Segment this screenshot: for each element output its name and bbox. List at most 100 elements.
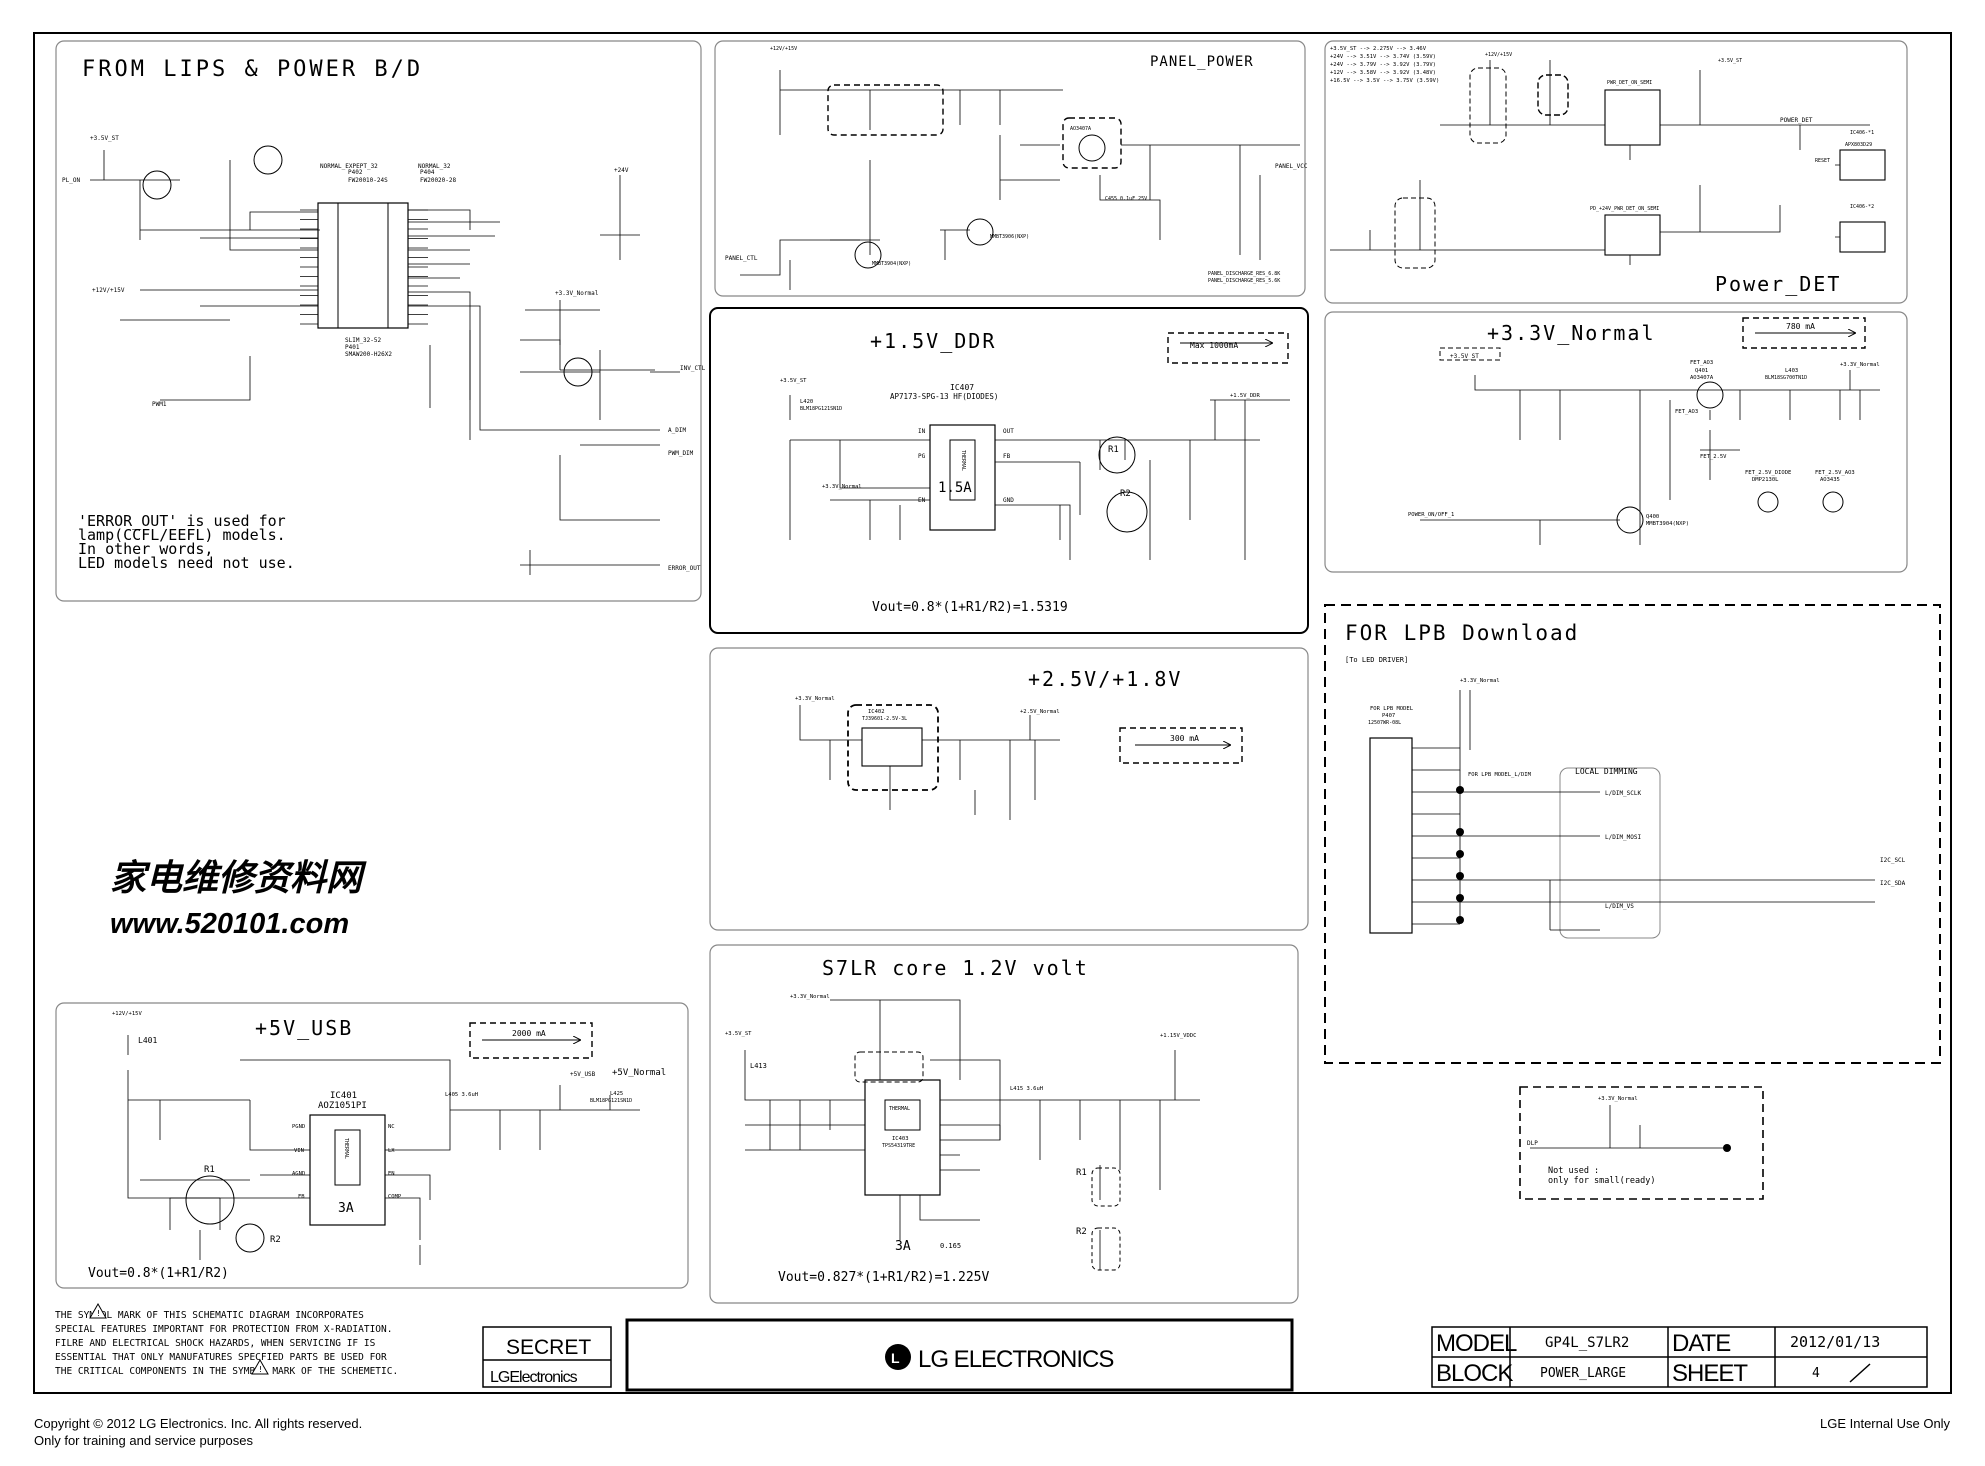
warning-line: THE SYMBOL MARK OF THIS SCHEMATIC DIAGRA… <box>55 1310 364 1321</box>
ddr-pin: EN <box>918 497 926 504</box>
lg-logo-icon <box>885 1344 911 1370</box>
pp-q405: MMBT3906(NXP) <box>990 234 1029 240</box>
usb-l425: L425 <box>610 1091 623 1097</box>
pd-reset: RESET <box>1815 158 1830 164</box>
usb-l425-part: BLM18PG121SN1D <box>590 1098 632 1104</box>
s7lr-v35st: +3.5V_ST <box>725 1031 752 1037</box>
lpb-title: FOR LPB Download <box>1345 621 1579 645</box>
nu-v33n: +3.3V_Normal <box>1598 1096 1638 1102</box>
usb-pin: PGND <box>292 1124 305 1130</box>
s7lr-l415: L415 3.6uH <box>1010 1086 1043 1092</box>
usb-max-box <box>469 1022 593 1059</box>
lips-p401: P401 <box>345 344 360 351</box>
usb-formula: Vout=0.8*(1+R1/R2) <box>88 1266 229 1281</box>
tb-secret: SECRET <box>506 1336 591 1359</box>
s7lr-thermal: THERMAL <box>889 1106 910 1112</box>
usb-out2: +5V_Normal <box>612 1068 666 1078</box>
ddr-pin: PG <box>918 453 926 460</box>
tb-date-label: DATE <box>1672 1330 1730 1357</box>
lips-fw20020: FW20020-28 <box>420 177 457 184</box>
v33-q401 <box>1696 381 1724 409</box>
s7lr-out: +1.15V_VDDC <box>1160 1033 1196 1039</box>
v33-ao3435: AO3435 <box>1820 477 1840 483</box>
lips-pwm1: PWM1 <box>152 401 167 408</box>
ddr-ic-part: AP7173-SPG-13 HF(DIODES) <box>890 392 998 401</box>
pd-table-line: +24V --> 3.79V --> 3.92V (3.79V) <box>1330 62 1436 68</box>
ddr-pin: FB <box>1003 453 1011 460</box>
nu-net: DLP <box>1527 1140 1538 1147</box>
ddr-out: +1.5V_DDR <box>1230 393 1260 399</box>
panel-ddr: +1.5V_DDR Max 1000mA IC407 AP7173-SPG-13… <box>709 307 1309 634</box>
lpb-net-mosi: L/DIM_MOSI <box>1605 834 1642 841</box>
panel-not-used: DLP +3.3V_Normal Not used : only for sma… <box>1519 1086 1764 1200</box>
pp-v12: +12V/+15V <box>770 46 797 52</box>
usb-ic: IC401 <box>330 1091 357 1101</box>
v33-q400-label: Q400 <box>1646 514 1659 520</box>
nu-line: Not used : <box>1548 1166 1599 1176</box>
ddr-l420: L420 <box>800 399 813 405</box>
s7lr-ic-body <box>864 1079 941 1196</box>
sheet-border <box>33 32 1952 1394</box>
lips-note-line: LED models need not use. <box>78 554 295 572</box>
s7lr-ic: IC403 <box>892 1136 909 1142</box>
pd-title: Power_DET <box>1715 272 1841 296</box>
usb-pin: LX <box>388 1148 395 1154</box>
lips-slim: SLIM_32-52 <box>345 337 382 344</box>
usb-r1-label: R1 <box>204 1165 215 1175</box>
s7lr-v33n: +3.3V_Normal <box>790 994 830 1000</box>
lips-title: FROM LIPS & POWER B/D <box>82 57 423 82</box>
s7lr-amp: 3A <box>895 1239 911 1254</box>
v33-q400-part: MMBT3904(NXP) <box>1646 521 1689 527</box>
pd-table: +3.5V_ST --> 2.275V --> 3.46V +24V --> 3… <box>1330 46 1439 84</box>
lips-normal-expept: NORMAL_EXPEPT_32 <box>320 163 378 170</box>
tb-block-label: BLOCK <box>1436 1360 1513 1387</box>
v25-title: +2.5V/+1.8V <box>1028 667 1182 691</box>
pp-discharge1: PANEL_DISCHARGE_RES_6.8K <box>1208 271 1280 277</box>
ddr-max: Max 1000mA <box>1190 341 1238 350</box>
v33-l403: L403 <box>1785 368 1798 374</box>
usb-out: +5V_USB <box>570 1071 596 1078</box>
tb-sheet-label: SHEET <box>1672 1360 1748 1387</box>
ddr-title: +1.5V_DDR <box>870 329 996 353</box>
warning-triangle-icon <box>251 1358 269 1375</box>
lpb-net-sclk: L/DIM_SCLK <box>1605 790 1642 797</box>
usb-ic-part: AOZ1051PI <box>318 1101 367 1111</box>
pp-q409: AO3407A <box>1070 126 1091 132</box>
pd-table-line: +3.5V_ST --> 2.275V --> 3.46V <box>1330 46 1427 52</box>
lips-note: 'ERROR_OUT' is used for lamp(CCFL/EEFL) … <box>78 512 295 572</box>
pd-v35st: +3.5V_ST <box>1718 58 1742 64</box>
lips-v33n: +3.3V_Normal <box>555 290 599 297</box>
v33-fet25-ao3: FET_2.5V_AO3 <box>1815 470 1855 476</box>
ddr-r1 <box>1098 436 1136 474</box>
lips-v24: +24V <box>614 167 629 174</box>
v25-v33n: +3.3V_Normal <box>795 696 835 702</box>
warning-line: THE CRITICAL COMPONENTS IN THE SYMBOL MA… <box>55 1366 398 1377</box>
pd-ic406b: IC406-*2 <box>1850 204 1874 210</box>
ddr-r2 <box>1106 491 1148 533</box>
tb-block: POWER_LARGE <box>1540 1366 1626 1381</box>
lips-normal32: NORMAL_32 <box>418 163 451 170</box>
lips-fw20010: FW20010-24S <box>348 177 388 184</box>
v25-out: +2.5V_Normal <box>1020 709 1060 715</box>
lpb-connector <box>1369 737 1413 934</box>
lips-p404: P404 <box>420 169 435 176</box>
usb-pin: EN <box>388 1171 395 1177</box>
pp-c455: C455 0.1uF 25V <box>1105 196 1147 202</box>
pd-v12: +12V/+15V <box>1485 52 1512 58</box>
usb-r2-label: R2 <box>270 1235 281 1245</box>
v33-q401-label: Q401 <box>1695 368 1708 374</box>
lpb-local-dimming-box <box>1559 767 1661 939</box>
panel-power-det: Power_DET +3.5V_ST --> 2.275V --> 3.46V … <box>1324 40 1908 304</box>
lpb-net-vs: L/DIM_VS <box>1605 903 1634 910</box>
lips-connector <box>317 202 409 329</box>
lpb-p407: P407 <box>1382 713 1395 719</box>
panel-panel-power: PANEL_POWER PANEL_CTL PANEL_VCC MMBT3904… <box>714 40 1308 297</box>
tb-model: GP4L_S7LR2 <box>1545 1335 1629 1351</box>
v33-fet-2: FET_AO3 <box>1675 409 1698 415</box>
lpb-p407-part: 12507WR-08L <box>1368 720 1401 726</box>
v33-q401-part: AO3407A <box>1690 375 1714 381</box>
lips-a-dim: A_DIM <box>668 427 686 434</box>
panel-33v: +3.3V_Normal 780 mA +3.5V_ST +3.3V_Norma… <box>1324 311 1908 573</box>
ddr-v35st: +3.5V_ST <box>780 378 807 384</box>
nu-line: only for small(ready) <box>1548 1176 1655 1186</box>
